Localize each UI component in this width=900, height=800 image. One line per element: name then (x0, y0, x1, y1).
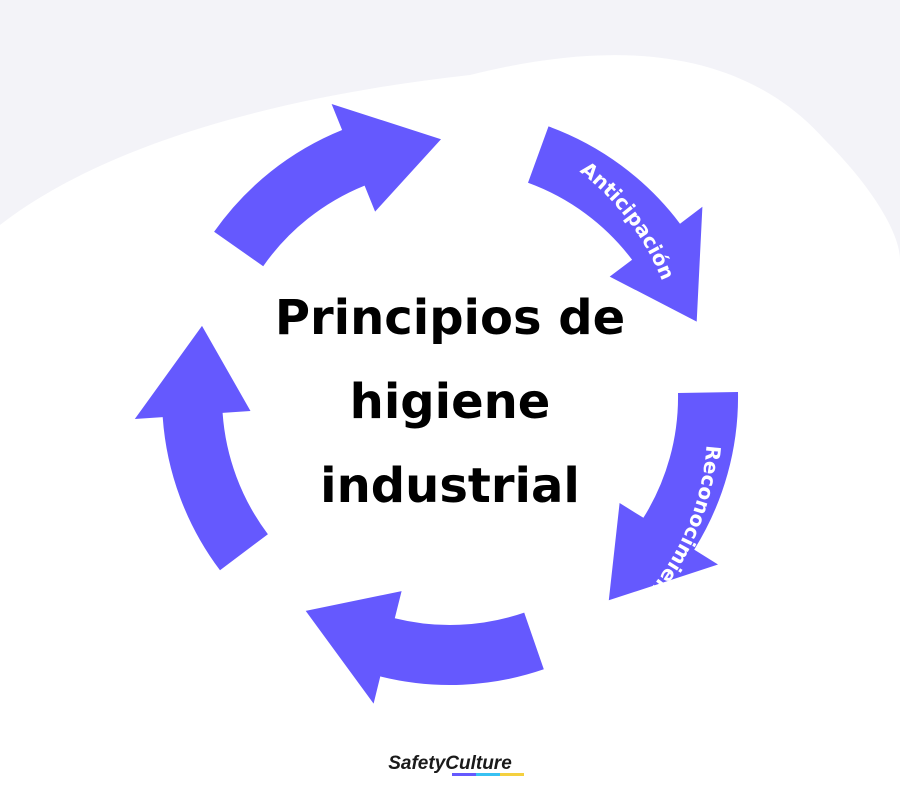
arrow-evaluacion (305, 591, 544, 704)
arrow-group (134, 104, 739, 704)
logo-part-culture: Culture (445, 753, 512, 774)
logo-underline-1 (452, 773, 476, 776)
central-title: Principios de higiene industrial (275, 290, 625, 514)
arrow-confirmacion (214, 104, 441, 267)
arrow-anticipacion (528, 126, 703, 322)
title-line-2: higiene (350, 374, 551, 430)
arrow-reconocimiento (608, 392, 739, 601)
safetyculture-logo: SafetyCulture (388, 753, 524, 776)
title-line-3: industrial (320, 458, 580, 514)
logo-part-safety: Safety (388, 753, 446, 774)
title-line-1: Principios de (275, 290, 625, 346)
logo-text: SafetyCulture (388, 753, 512, 774)
logo-underline-3 (500, 773, 524, 776)
arrow-control (134, 325, 268, 571)
logo-underline-2 (476, 773, 500, 776)
